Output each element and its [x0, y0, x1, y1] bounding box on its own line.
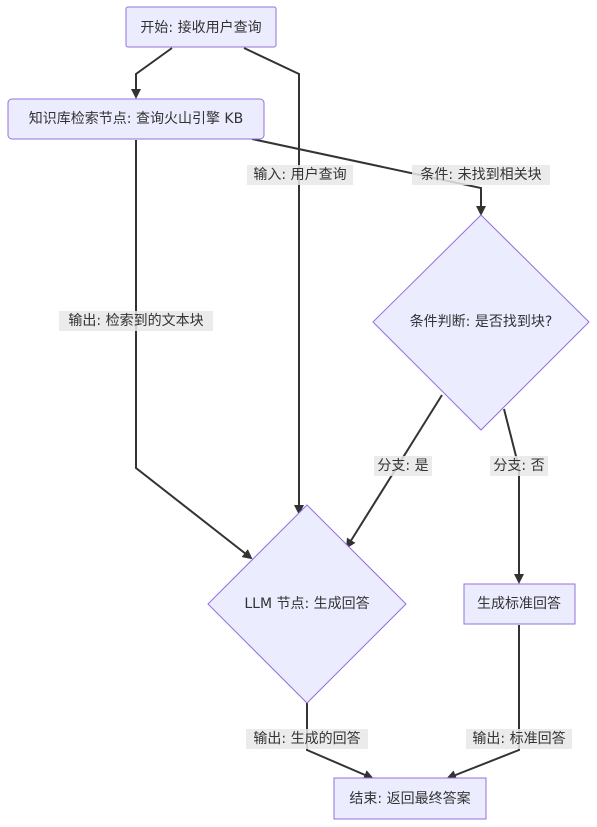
node-end-label: 结束: 返回最终答案: [349, 790, 470, 807]
node-standard-answer-label: 生成标准回答: [477, 595, 561, 612]
node-condition-label: 条件判断: 是否找到块?: [410, 313, 553, 330]
edge-label-output-retrieved-text: 输出: 检索到的文本块: [59, 311, 213, 331]
edge-llm-to-end: [306, 703, 374, 780]
node-standard-answer[interactable]: 生成标准回答: [463, 583, 576, 625]
node-start-label: 开始: 接收用户查询: [140, 19, 261, 36]
edge-label-branch-yes: 分支: 是: [374, 456, 432, 476]
node-kb-search[interactable]: 知识库检索节点: 查询火山引擎 KB: [7, 98, 265, 140]
edge-label-output-retrieved-text-text: 输出: 检索到的文本块: [68, 312, 203, 329]
edge-kb-to-llm: [135, 140, 253, 560]
nodes: 开始: 接收用户查询 知识库检索节点: 查询火山引擎 KB 条件判断: 是否找到…: [7, 6, 590, 820]
edge-kb-to-condition: [251, 138, 486, 216]
node-llm-label: LLM 节点: 生成回答: [244, 595, 369, 612]
node-kb-search-label: 知识库检索节点: 查询火山引擎 KB: [29, 110, 243, 127]
edge-label-output-generated-answer-text: 输出: 生成的回答: [253, 730, 360, 747]
node-end[interactable]: 结束: 返回最终答案: [333, 777, 487, 820]
node-start[interactable]: 开始: 接收用户查询: [125, 6, 277, 48]
edge-standard-to-end: [446, 625, 520, 780]
node-llm[interactable]: LLM 节点: 生成回答: [207, 504, 407, 704]
edge-label-output-standard-answer-text: 输出: 标准回答: [472, 730, 565, 747]
edge-labels: 输入: 用户查询 条件: 未找到相关块 输出: 检索到的文本块 分支: 是 分支…: [59, 165, 572, 749]
edge-label-condition-not-found: 条件: 未找到相关块: [412, 165, 550, 185]
edge-label-branch-yes-text: 分支: 是: [377, 458, 428, 474]
edge-condition-no-to-standard: [503, 408, 524, 584]
node-condition[interactable]: 条件判断: 是否找到块?: [372, 214, 590, 431]
edge-label-output-standard-answer: 输出: 标准回答: [466, 729, 572, 749]
edge-label-output-generated-answer: 输出: 生成的回答: [246, 729, 368, 749]
edge-label-branch-no-text: 分支: 否: [493, 458, 544, 474]
edge-label-branch-no: 分支: 否: [490, 456, 548, 476]
edge-start-to-kb: [131, 47, 173, 99]
edge-start-to-llm: [243, 47, 304, 515]
edge-label-input-user-query: 输入: 用户查询: [247, 165, 353, 185]
edge-label-condition-not-found-text: 条件: 未找到相关块: [420, 166, 541, 183]
edge-label-input-user-query-text: 输入: 用户查询: [253, 166, 346, 183]
